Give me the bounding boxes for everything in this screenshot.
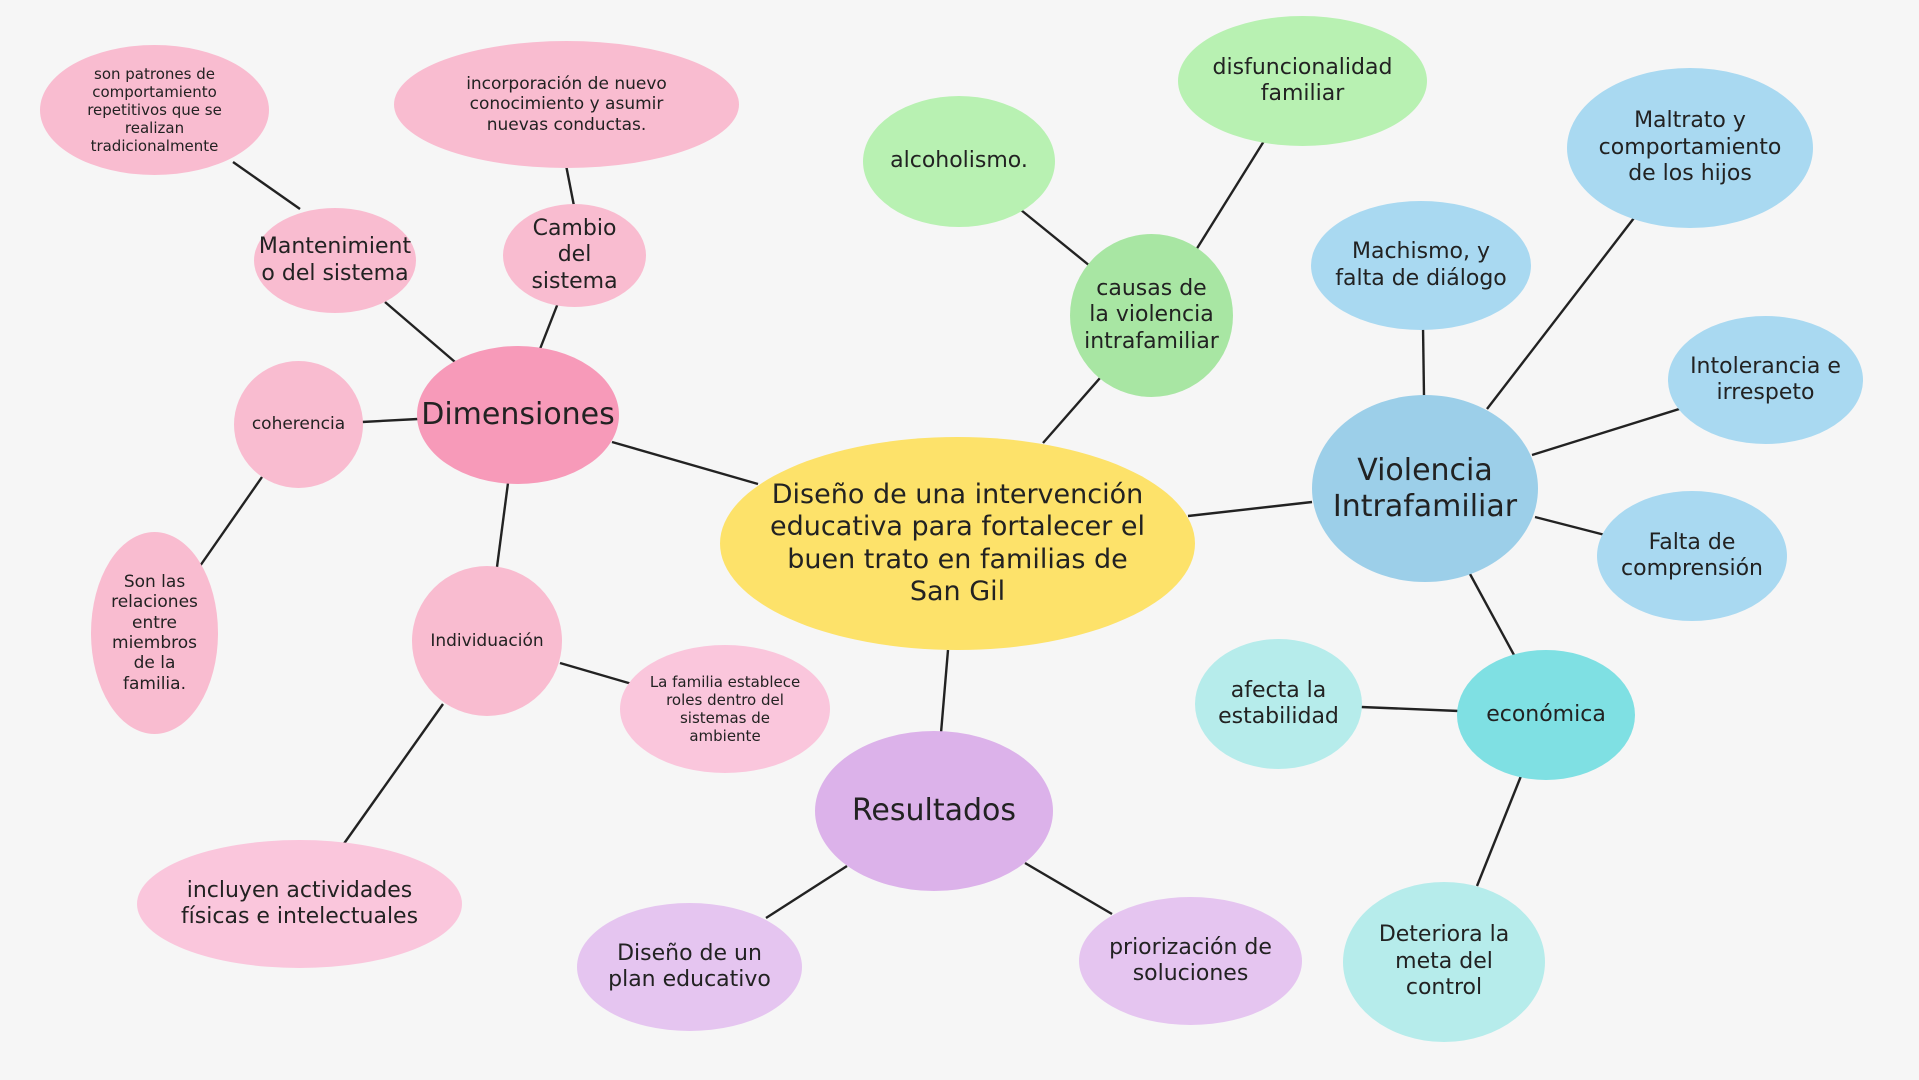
node-actividades-label: incluyen actividades físicas e intelectu… [180,877,419,929]
edge-causas-disfuncionalidad [1194,140,1266,251]
node-plan: Diseño de un plan educativo [577,903,802,1031]
node-intolerancia-label: Intolerancia e irrespeto [1690,353,1841,405]
node-causas: causas de la violencia intrafamiliar [1070,234,1233,397]
node-incorporacion-label: incorporación de nuevo conocimiento y as… [466,73,667,135]
node-patrones-label: son patrones de comportamiento repetitiv… [87,65,222,155]
node-relaciones: Son las relaciones entre miembros de la … [91,532,218,734]
node-alcoholismo: alcoholismo. [863,96,1055,227]
node-relaciones-label: Son las relaciones entre miembros de la … [111,571,198,694]
node-roles: La familia establece roles dentro del si… [620,645,830,773]
edge-economica-afecta [1360,705,1460,713]
node-maltrato: Maltrato y comportamiento de los hijos [1567,68,1813,228]
edge-violencia-machismo [1421,325,1426,397]
node-individuacion: Individuación [412,566,562,716]
node-disfuncionalidad-label: disfuncionalidad familiar [1212,54,1393,106]
edge-economica-deteriora [1475,775,1523,887]
edge-dimensiones-individuacion [495,482,510,568]
node-economica: económica [1457,650,1635,780]
node-priorizacion: priorización de soluciones [1079,897,1302,1025]
node-priorizacion-label: priorización de soluciones [1109,934,1272,986]
central-topic-label: Diseño de una intervención educativa par… [770,478,1145,607]
node-machismo: Machismo, y falta de diálogo [1311,201,1531,330]
node-falta-comprension: Falta de comprensión [1597,491,1787,621]
edge-cambio-incorporacion [564,164,576,207]
node-maltrato-label: Maltrato y comportamiento de los hijos [1598,108,1782,187]
edge-individuacion-actividades [342,703,444,846]
node-dimensiones: Dimensiones [417,346,619,484]
node-violencia-label: Violencia Intrafamiliar [1332,452,1518,524]
edge-violencia-economica [1468,573,1516,656]
node-coherencia-label: coherencia [251,414,346,435]
edge-mantenimiento-patrones [232,161,301,210]
node-economica-label: económica [1486,701,1606,727]
node-patrones: son patrones de comportamiento repetitiv… [40,45,269,175]
node-intolerancia: Intolerancia e irrespeto [1668,316,1863,444]
node-machismo-label: Machismo, y falta de diálogo [1335,239,1507,291]
node-causas-label: causas de la violencia intrafamiliar [1084,275,1219,354]
edge-center-causas [1042,377,1101,444]
node-mantenimiento: Mantenimient o del sistema [254,208,416,313]
node-falta-comprension-label: Falta de comprensión [1621,529,1763,581]
node-mantenimiento-label: Mantenimient o del sistema [258,234,412,286]
node-individuacion-label: Individuación [430,630,544,651]
edge-center-dimensiones [611,440,759,486]
edge-dimensiones-mantenimiento [384,301,456,363]
node-dimensiones-label: Dimensiones [421,397,615,432]
node-resultados: Resultados [815,731,1053,891]
edge-resultados-priorizacion [1024,861,1113,916]
node-afecta-label: afecta la estabilidad [1218,677,1339,729]
edge-violencia-falta [1534,515,1606,537]
node-roles-label: La familia establece roles dentro del si… [649,673,801,745]
central-topic: Diseño de una intervención educativa par… [720,437,1195,650]
edge-dimensiones-cambio [538,302,560,350]
node-disfuncionalidad: disfuncionalidad familiar [1178,16,1427,146]
node-cambio: Cambio del sistema [503,204,646,307]
node-violencia: Violencia Intrafamiliar [1312,395,1538,582]
node-incorporacion: incorporación de nuevo conocimiento y as… [394,41,739,168]
node-deteriora: Deteriora la meta del control [1343,882,1545,1042]
node-plan-label: Diseño de un plan educativo [608,940,771,992]
edge-causas-alcoholismo [1020,209,1091,267]
node-resultados-label: Resultados [851,793,1017,828]
node-coherencia: coherencia [234,361,363,488]
edge-center-resultados [939,649,950,734]
node-alcoholismo-label: alcoholismo. [890,148,1028,174]
edge-coherencia-relaciones [199,476,263,567]
node-actividades: incluyen actividades físicas e intelectu… [137,840,462,968]
edge-violencia-maltrato [1486,217,1635,410]
edge-center-violencia [1187,500,1313,518]
node-afecta: afecta la estabilidad [1195,639,1362,769]
edge-individuacion-roles [559,661,633,686]
node-deteriora-label: Deteriora la meta del control [1378,922,1510,1001]
edge-violencia-intolerancia [1531,403,1693,457]
node-cambio-label: Cambio del sistema [531,215,618,294]
edge-resultados-plan [765,864,848,920]
edge-dimensiones-coherencia [361,417,419,424]
